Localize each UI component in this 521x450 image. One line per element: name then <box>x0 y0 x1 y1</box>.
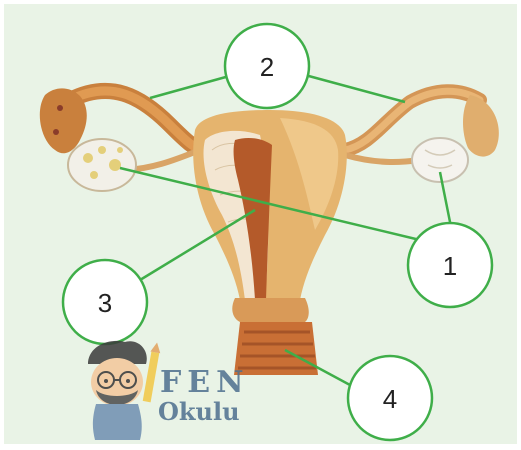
callout-1: 1 <box>408 223 492 307</box>
watermark-line1: FEN <box>160 365 250 400</box>
callout-label-2: 2 <box>260 52 274 82</box>
callout-label-3: 3 <box>98 288 112 318</box>
cervix <box>232 298 308 322</box>
callout-2: 2 <box>225 24 309 108</box>
callout-label-1: 1 <box>443 251 457 281</box>
callout-3: 3 <box>63 260 147 344</box>
callout-4: 4 <box>348 356 432 440</box>
callout-label-4: 4 <box>383 384 397 414</box>
watermark-line2: Okulu <box>158 397 240 426</box>
